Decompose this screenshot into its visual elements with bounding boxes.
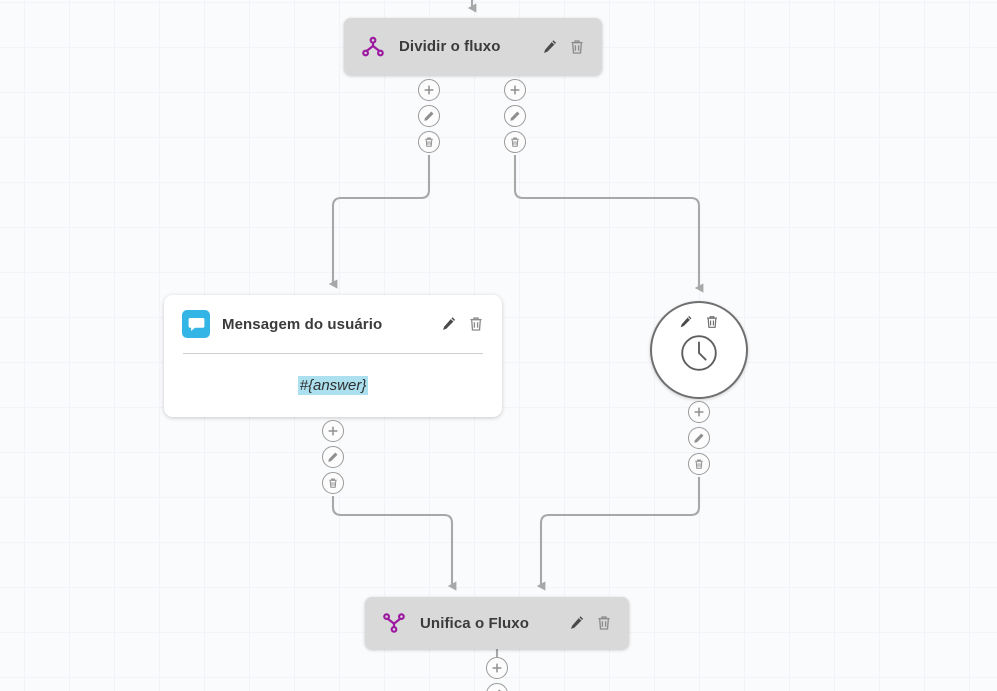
add-icon[interactable] [688, 401, 710, 423]
delete-icon[interactable] [595, 614, 613, 632]
delete-icon[interactable] [467, 315, 485, 333]
merge-flow-icon [381, 610, 407, 636]
port-stack-split-left[interactable] [418, 79, 440, 153]
node-title: Unifica o Fluxo [420, 614, 530, 632]
edit-icon[interactable] [418, 105, 440, 127]
edit-icon[interactable] [568, 614, 586, 632]
edit-icon[interactable] [688, 427, 710, 449]
add-icon[interactable] [486, 657, 508, 679]
node-actions [440, 315, 485, 333]
delete-icon[interactable] [688, 453, 710, 475]
port-stack-message[interactable] [322, 420, 344, 494]
node-body: #{answer} [164, 354, 502, 416]
split-flow-icon [360, 34, 386, 60]
port-stack-merge[interactable] [486, 657, 508, 691]
message-variable: #{answer} [297, 375, 369, 395]
chat-bubble-icon [182, 310, 210, 338]
edit-icon[interactable] [504, 105, 526, 127]
node-actions [568, 614, 613, 632]
delete-icon[interactable] [504, 131, 526, 153]
add-icon[interactable] [322, 420, 344, 442]
port-stack-delay[interactable] [688, 401, 710, 475]
node-header: Mensagem do usuário [164, 295, 502, 353]
delete-icon[interactable] [418, 131, 440, 153]
header-divider [183, 353, 483, 354]
delete-icon[interactable] [322, 472, 344, 494]
edge-split-to-delay [513, 155, 704, 293]
edit-icon[interactable] [541, 38, 559, 56]
edit-icon[interactable] [486, 683, 508, 691]
node-actions [541, 38, 586, 56]
node-title: Dividir o fluxo [399, 38, 501, 55]
node-dividir-o-fluxo[interactable]: Dividir o fluxo [344, 18, 602, 75]
node-actions [678, 314, 720, 330]
add-icon[interactable] [418, 79, 440, 101]
edge-message-to-merge [331, 496, 457, 591]
node-delay[interactable] [650, 301, 748, 399]
delete-icon[interactable] [704, 314, 720, 330]
add-icon[interactable] [504, 79, 526, 101]
edge-split-to-message [328, 155, 431, 289]
delete-icon[interactable] [568, 38, 586, 56]
node-unifica-o-fluxo[interactable]: Unifica o Fluxo [365, 597, 629, 649]
edit-icon[interactable] [440, 315, 458, 333]
port-stack-split-right[interactable] [504, 79, 526, 153]
edit-icon[interactable] [678, 314, 694, 330]
edge-delay-to-merge [536, 477, 701, 591]
edit-icon[interactable] [322, 446, 344, 468]
node-title: Mensagem do usuário [222, 315, 383, 333]
clock-icon [679, 333, 719, 373]
node-mensagem-do-usuario[interactable]: Mensagem do usuário [164, 295, 502, 417]
